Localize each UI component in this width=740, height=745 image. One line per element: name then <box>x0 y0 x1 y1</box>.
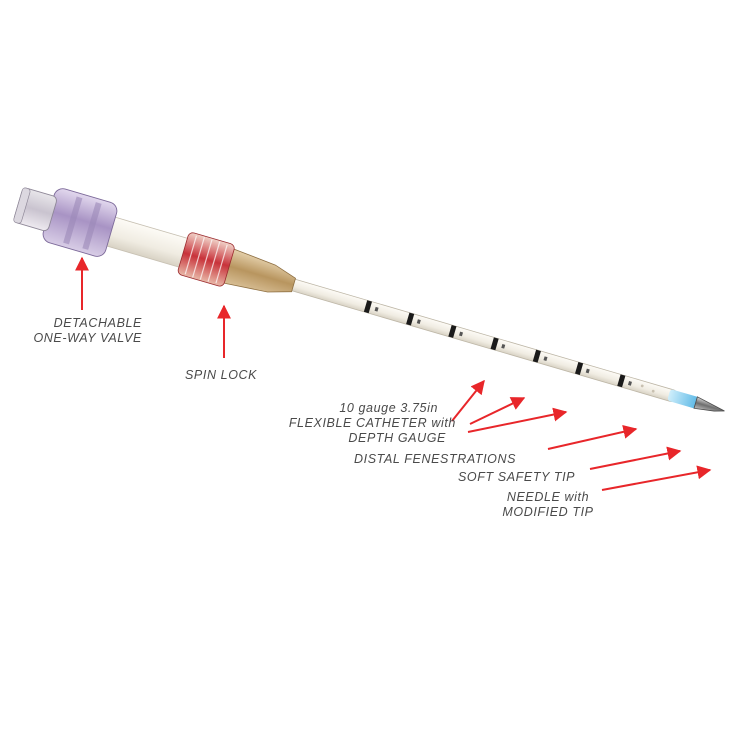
valve-luer-cap-rim <box>13 187 31 224</box>
label-spin-lock: SPIN LOCK <box>185 368 257 383</box>
depth-gauge-marks <box>363 300 632 388</box>
depth-mark <box>406 312 415 326</box>
label-distal-fenestrations: DISTAL FENESTRATIONS <box>354 452 516 467</box>
fenestration-hole <box>651 389 655 393</box>
luer-hub <box>220 247 296 293</box>
flexible-catheter <box>264 271 679 402</box>
valve-ring <box>82 202 102 250</box>
arrow-catheter-1 <box>451 379 485 422</box>
label-catheter-line3: DEPTH GAUGE <box>348 431 446 445</box>
callout-arrows <box>75 256 712 491</box>
needle-tip <box>693 396 725 412</box>
arrow-depth-gauge <box>467 407 568 433</box>
arrow-safety-tip <box>589 446 682 470</box>
fenestration-hole <box>640 384 644 388</box>
label-catheter-line1: 10 gauge 3.75in <box>339 401 438 415</box>
depth-mark-tick <box>416 319 421 324</box>
depth-mark <box>448 324 457 338</box>
label-valve-line1: DETACHABLE <box>53 316 142 330</box>
depth-mark <box>617 374 626 388</box>
label-detachable-valve: DETACHABLE ONE-WAY VALVE <box>22 316 142 346</box>
label-soft-safety-tip: SOFT SAFETY TIP <box>458 470 575 485</box>
depth-mark <box>363 300 373 314</box>
depth-mark-tick <box>501 343 506 349</box>
depth-mark-tick <box>374 306 379 312</box>
label-valve-line2: ONE-WAY VALVE <box>33 331 142 345</box>
catheter-assembly <box>13 187 725 412</box>
label-safety-tip-text: SOFT SAFETY TIP <box>458 470 576 484</box>
depth-mark-tick <box>543 356 548 362</box>
arrow-needle <box>601 465 712 491</box>
label-needle-line1: NEEDLE with <box>506 490 590 504</box>
depth-mark-tick <box>459 331 464 337</box>
depth-mark-tick <box>585 368 590 374</box>
arrow-fenestrations <box>547 424 638 450</box>
arrow-catheter-2 <box>469 397 526 425</box>
depth-mark <box>575 362 584 375</box>
label-fenestrations-text: DISTAL FENESTRATIONS <box>354 452 517 466</box>
soft-safety-tip <box>667 389 699 409</box>
label-needle-line2: MODIFIED TIP <box>502 505 594 519</box>
valve-ring <box>63 196 83 245</box>
depth-mark <box>532 349 541 363</box>
depth-mark <box>490 337 499 351</box>
label-catheter-line2: FLEXIBLE CATHETER with <box>288 416 456 430</box>
spin-lock-grip <box>184 235 228 284</box>
label-flexible-catheter: 10 gauge 3.75in FLEXIBLE CATHETER with D… <box>250 401 456 446</box>
depth-mark-tick <box>627 381 632 386</box>
label-spin-lock-text: SPIN LOCK <box>185 368 258 382</box>
label-needle: NEEDLE with MODIFIED TIP <box>488 490 608 520</box>
